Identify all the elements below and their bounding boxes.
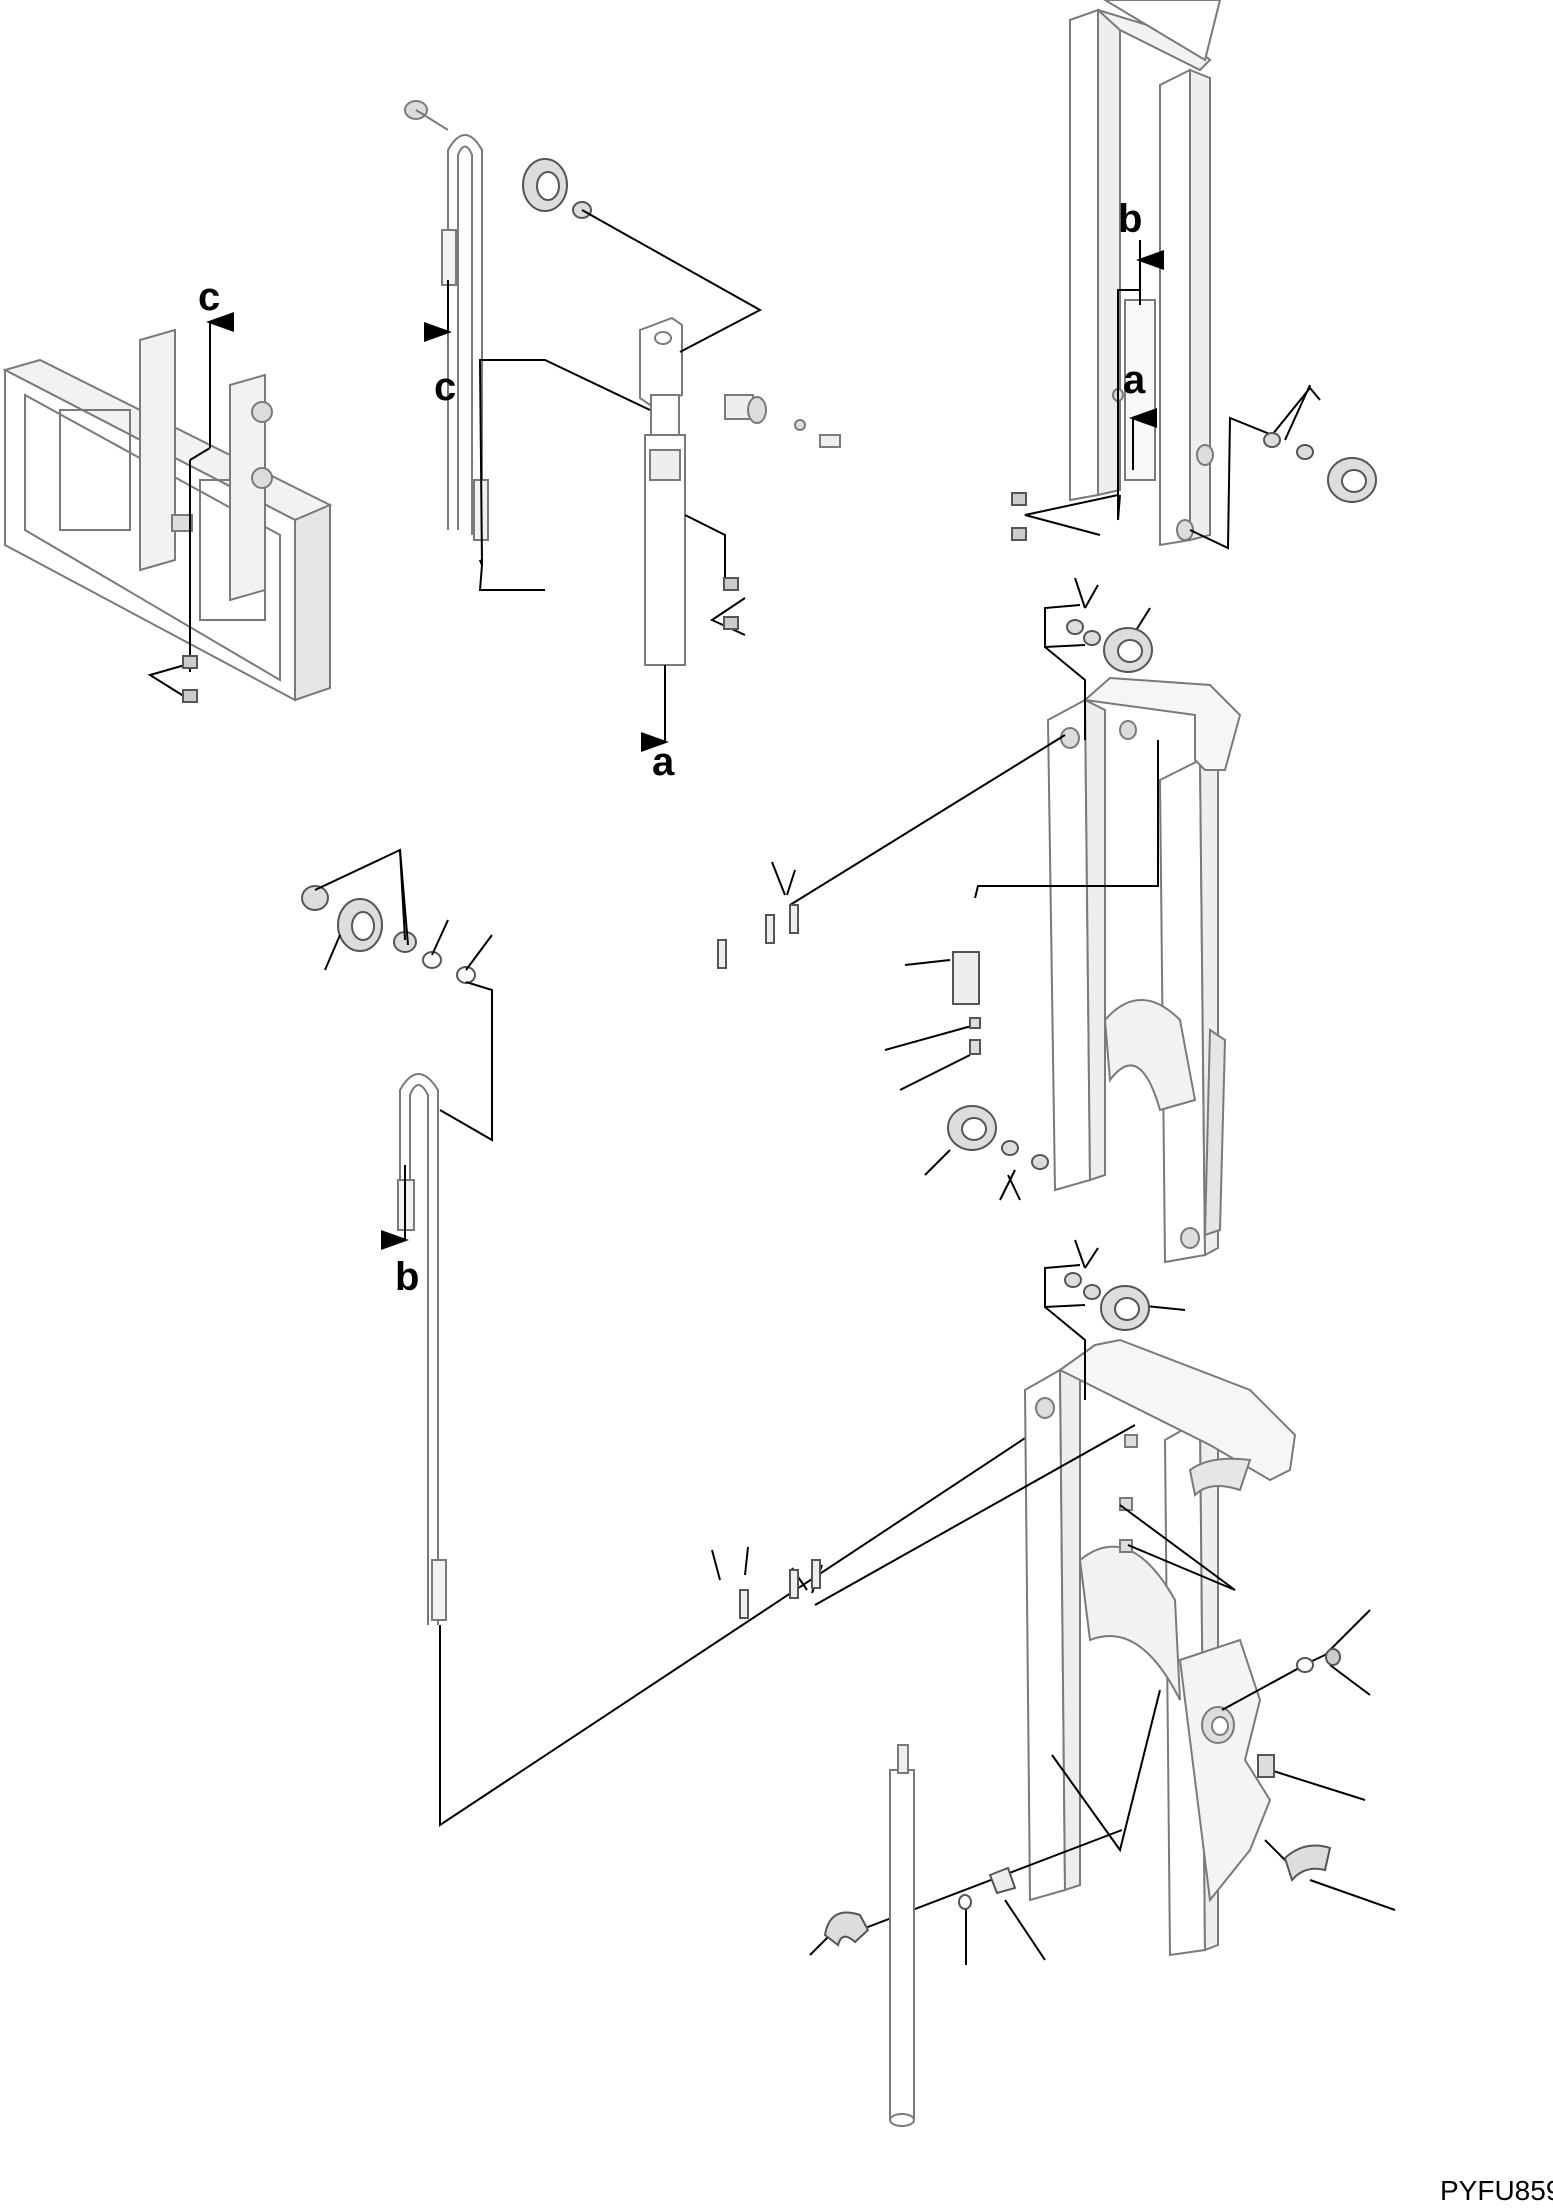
lift-chain-top (404, 100, 489, 541)
carriage-leader-lines (147, 312, 234, 701)
lift-cylinder-bottom (889, 1744, 915, 2127)
intermediate-mast-shims (717, 904, 799, 969)
callout-a-top-mast: a (1123, 358, 1146, 402)
callout-c-chain: c (434, 365, 456, 409)
callout-a-cylinder: a (652, 740, 675, 784)
bottom-chain-leaders (314, 848, 1061, 1827)
intermediate-mast (1046, 676, 1242, 1264)
carriage-frame (2, 328, 333, 702)
lift-cylinder-top (639, 316, 841, 666)
chain-sheave-top (522, 158, 592, 219)
intermediate-mast-rollers (947, 619, 1153, 1170)
cylinder-leader-lines (424, 209, 763, 752)
intermediate-mast-leaders (771, 577, 1159, 1201)
inner-mast-top (1069, 0, 1222, 547)
top-mast-rollers (1011, 432, 1377, 541)
chain-sheave-bottom (301, 885, 476, 984)
cylinder-nuts (723, 577, 739, 630)
inner-mast-top-leaders (1024, 240, 1321, 550)
drawing-code: PYFU859 (1440, 2175, 1553, 2206)
callout-b-chain: b (395, 1255, 419, 1299)
callout-b-top-mast: b (1118, 197, 1142, 241)
lift-chain-bottom (397, 1073, 447, 1625)
outer-mast-rollers (1064, 1272, 1341, 1883)
callout-c-carriage: c (198, 275, 220, 319)
carriage-nuts (182, 655, 198, 703)
cylinder-clamp (823, 1866, 1017, 1947)
outer-mast-shims (739, 1559, 821, 1619)
outer-mast (1023, 1338, 1297, 1957)
